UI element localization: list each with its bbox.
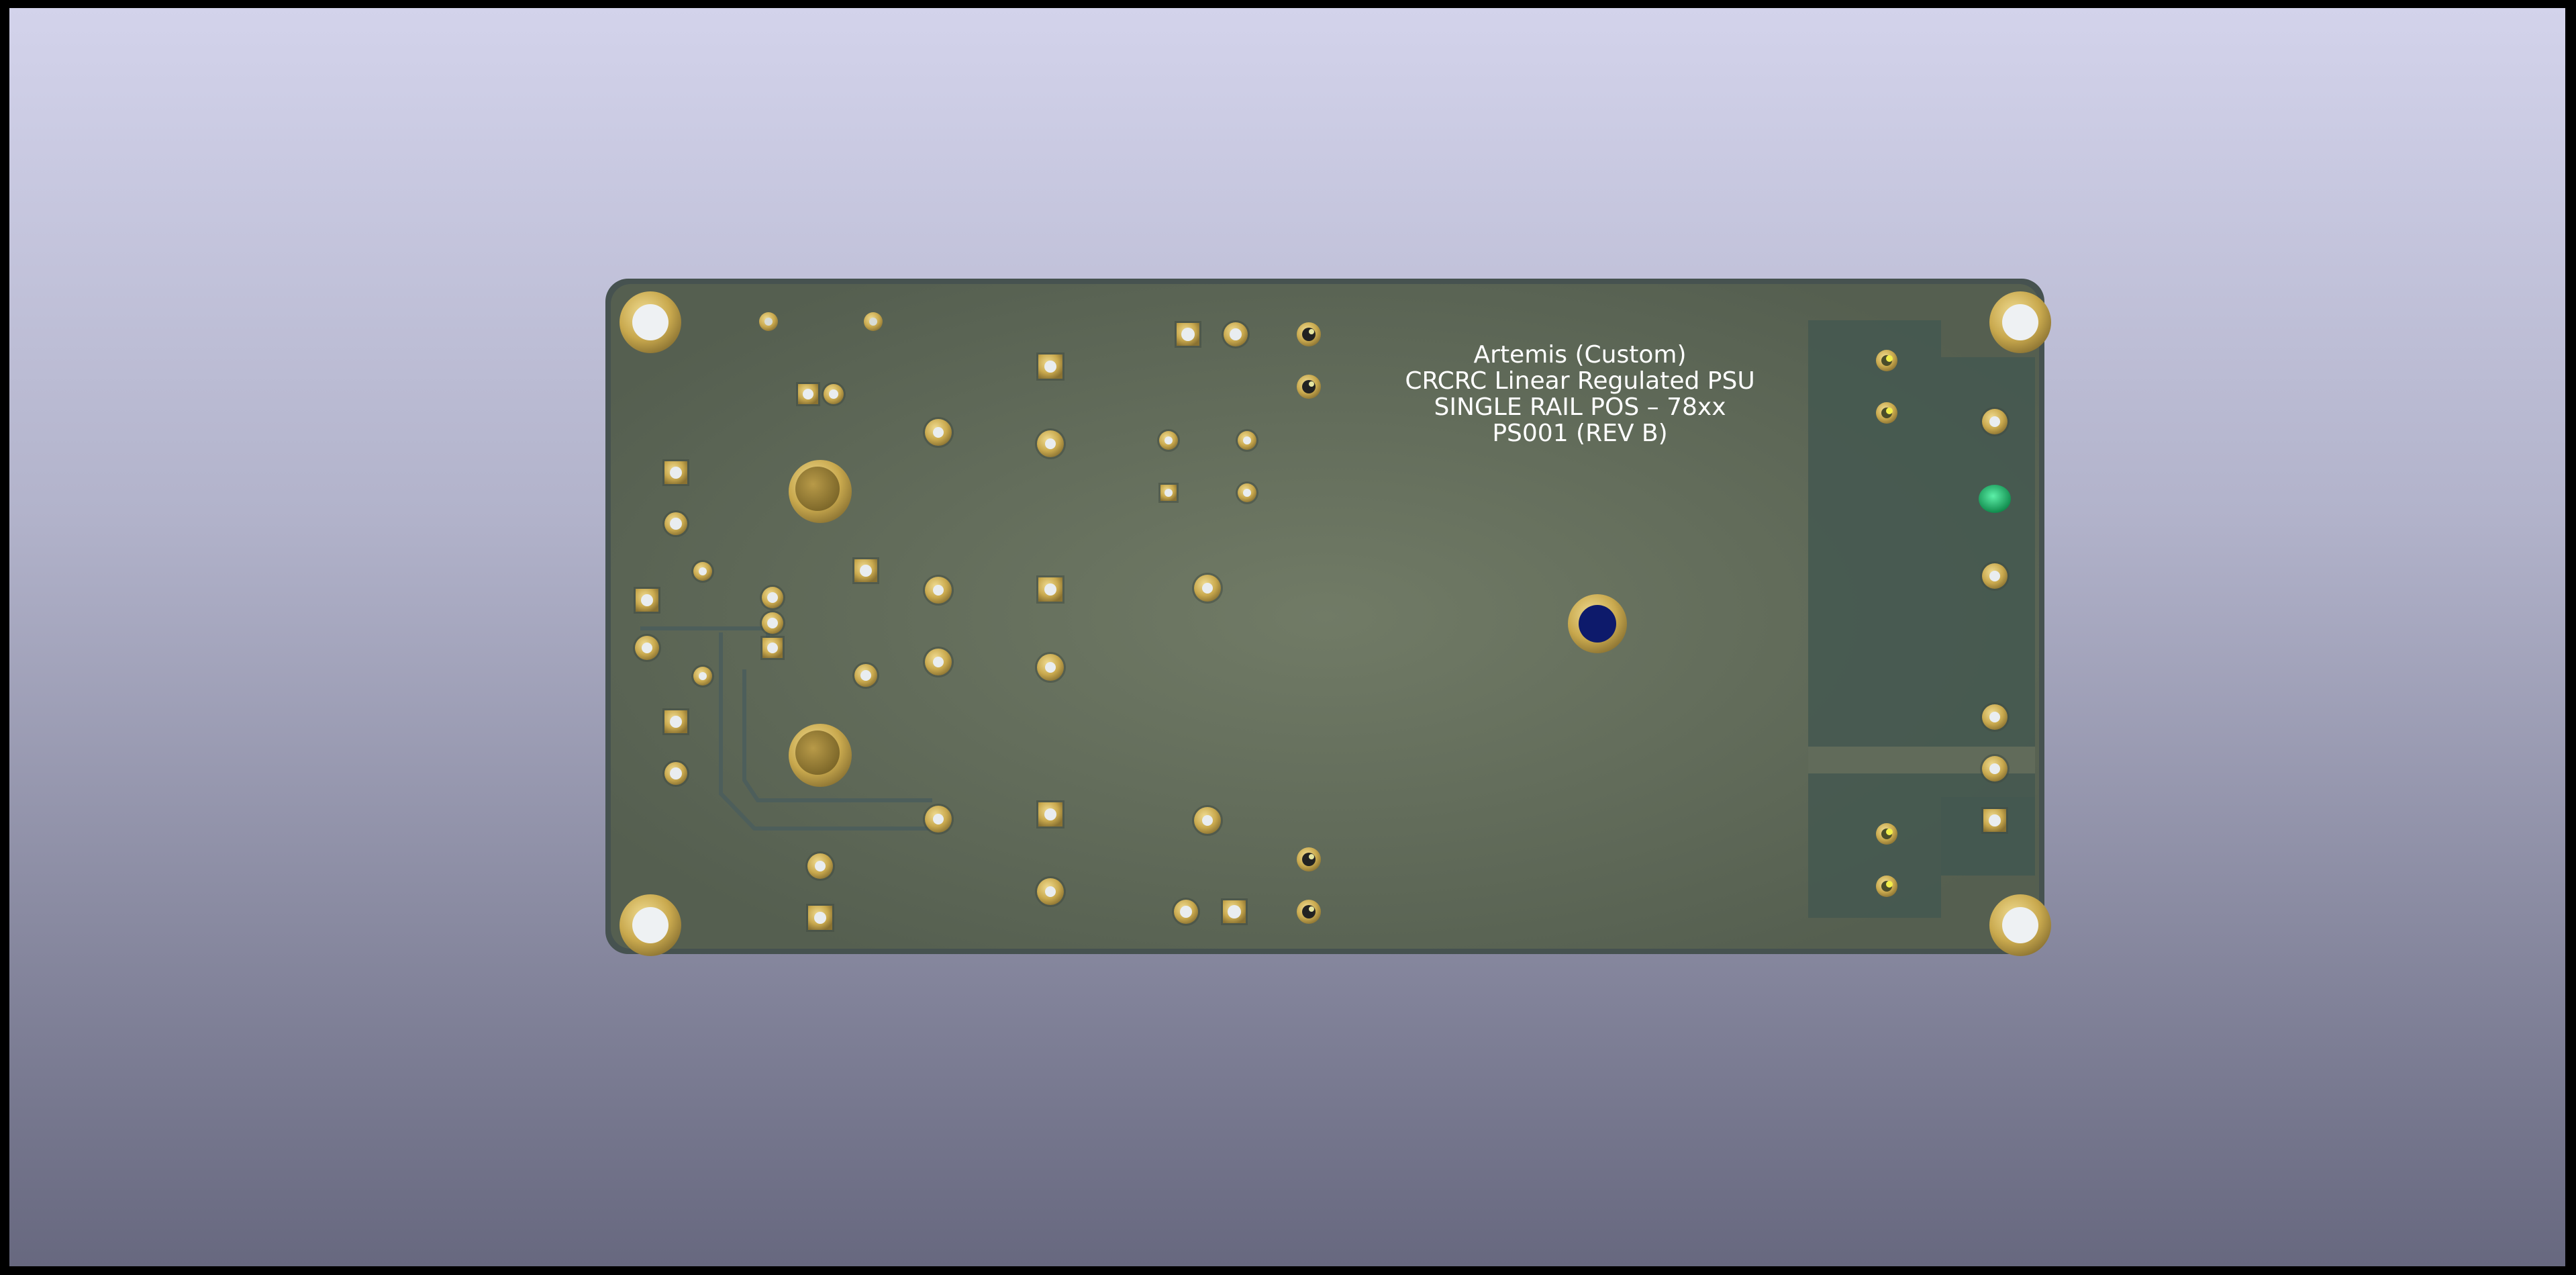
drill-hole bbox=[642, 643, 652, 653]
drill-hole bbox=[803, 389, 813, 399]
drill-hole bbox=[767, 618, 778, 628]
drill-hole bbox=[1180, 906, 1192, 918]
pcb-board-render[interactable]: Artemis (Custom) CRCRC Linear Regulated … bbox=[9, 8, 2565, 1266]
drill-hole bbox=[1045, 438, 1056, 449]
drill-hole bbox=[814, 912, 826, 924]
pin-lead bbox=[1886, 355, 1893, 362]
drill-hole bbox=[1202, 583, 1213, 594]
large-pad-core bbox=[795, 730, 840, 775]
pads-layer bbox=[620, 291, 2051, 956]
drill-hole bbox=[1243, 489, 1251, 497]
drill-hole bbox=[829, 389, 838, 399]
board-surface bbox=[611, 284, 2039, 949]
mounting-hole bbox=[2002, 304, 2038, 340]
drill-hole bbox=[767, 592, 778, 603]
drill-hole bbox=[1230, 328, 1242, 340]
pin-lead bbox=[1886, 881, 1893, 888]
via-hole bbox=[869, 318, 877, 326]
pin-hole bbox=[1302, 380, 1316, 393]
copper-zone-upper bbox=[1808, 320, 2035, 876]
pin-hole bbox=[1302, 905, 1316, 918]
drill-hole bbox=[860, 670, 871, 681]
drill-hole bbox=[1989, 814, 2001, 827]
drill-hole bbox=[933, 814, 944, 824]
drill-hole bbox=[699, 567, 707, 575]
drill-hole bbox=[1045, 886, 1056, 897]
drill-hole bbox=[1989, 416, 2000, 427]
pin-lead bbox=[1309, 906, 1314, 912]
drill-hole bbox=[1044, 583, 1056, 596]
silkscreen-line-3: SINGLE RAIL POS – 78xx bbox=[1434, 393, 1726, 421]
large-pad-core bbox=[795, 467, 840, 511]
drill-hole bbox=[1989, 712, 2000, 722]
large-via-hole bbox=[1579, 605, 1616, 643]
led-indicator bbox=[1979, 485, 2011, 513]
drill-hole bbox=[1165, 489, 1173, 497]
mounting-hole bbox=[632, 304, 668, 340]
drill-hole bbox=[641, 594, 653, 606]
via-hole bbox=[764, 318, 773, 326]
drill-hole bbox=[767, 643, 778, 653]
pin-lead bbox=[1309, 381, 1314, 387]
drill-hole bbox=[1045, 662, 1056, 673]
drill-hole bbox=[1989, 763, 2000, 774]
drill-hole bbox=[670, 716, 682, 728]
drill-hole bbox=[1989, 571, 2000, 581]
drill-hole bbox=[1228, 905, 1241, 918]
drill-hole bbox=[1243, 436, 1251, 444]
drill-hole bbox=[933, 585, 944, 596]
drill-hole bbox=[933, 427, 944, 438]
mounting-hole bbox=[2002, 907, 2038, 943]
drill-hole bbox=[815, 861, 826, 871]
pin-lead bbox=[1309, 329, 1314, 334]
silkscreen-line-1: Artemis (Custom) bbox=[1474, 341, 1687, 369]
copper-zone-lower bbox=[1808, 773, 2035, 918]
pin-lead bbox=[1886, 829, 1893, 835]
drill-hole bbox=[1044, 361, 1056, 373]
drill-hole bbox=[670, 767, 682, 780]
drill-hole bbox=[1181, 328, 1195, 341]
drill-hole bbox=[933, 657, 944, 667]
drill-hole bbox=[670, 518, 682, 530]
drill-hole bbox=[860, 565, 872, 577]
pin-lead bbox=[1886, 408, 1893, 414]
pin-lead bbox=[1309, 854, 1314, 859]
drill-hole bbox=[1044, 808, 1056, 820]
pin-hole bbox=[1302, 853, 1316, 866]
pin-hole bbox=[1302, 328, 1316, 341]
mounting-hole bbox=[632, 907, 668, 943]
drill-hole bbox=[1202, 815, 1213, 826]
silkscreen-line-4: PS001 (REV B) bbox=[1492, 420, 1667, 447]
drill-hole bbox=[670, 467, 682, 479]
drill-hole bbox=[699, 672, 707, 680]
drill-hole bbox=[1165, 436, 1173, 444]
silkscreen-line-2: CRCRC Linear Regulated PSU bbox=[1405, 367, 1754, 395]
3d-viewer-canvas[interactable]: Artemis (Custom) CRCRC Linear Regulated … bbox=[9, 8, 2565, 1266]
